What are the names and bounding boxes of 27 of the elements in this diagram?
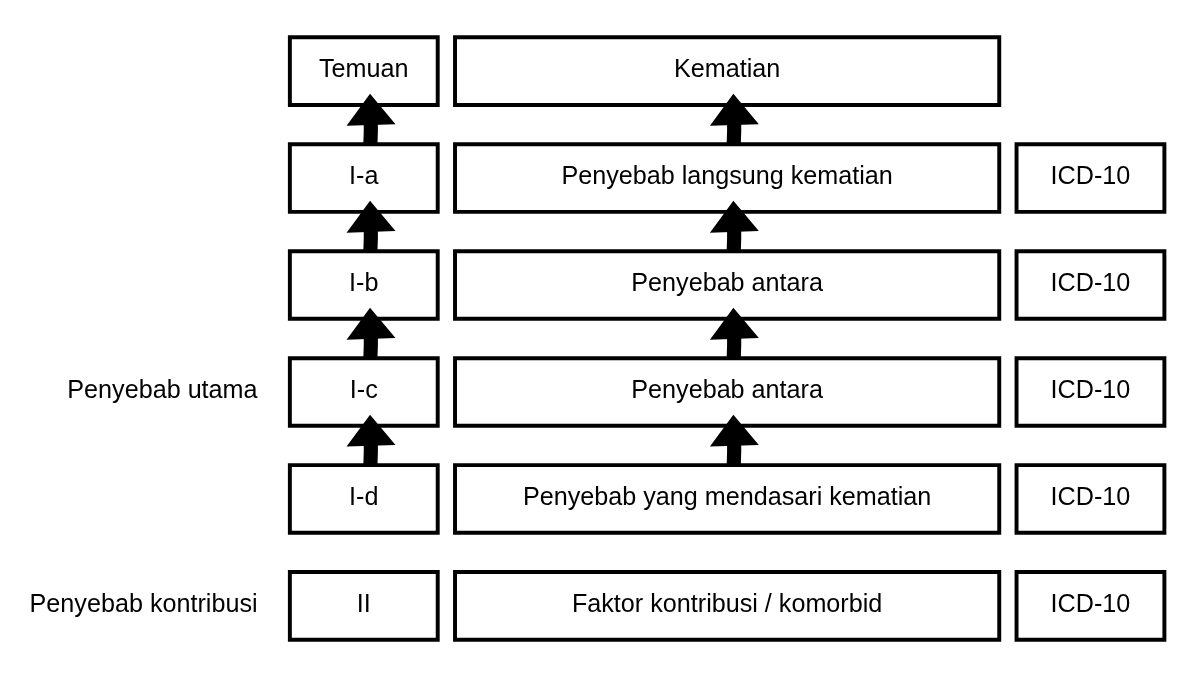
node-box: I-a [287, 142, 440, 214]
arrow [709, 93, 759, 145]
arrow [346, 93, 396, 145]
arrow [346, 307, 396, 359]
node-box: ICD-10 [1014, 249, 1167, 321]
node-box: Penyebab antara [453, 249, 1002, 321]
arrow [346, 414, 396, 466]
node-box: I-c [287, 356, 440, 428]
node-box: I-b [287, 249, 440, 321]
arrow [709, 200, 759, 252]
label: Penyebab kontribusi [29, 588, 258, 617]
node-box: Penyebab langsung kematian [453, 142, 1002, 214]
node-box: ICD-10 [1014, 142, 1167, 214]
node-box: Penyebab antara [453, 356, 1002, 428]
node-box: ICD-10 [1014, 356, 1167, 428]
node-box: Temuan [287, 35, 440, 107]
node-box: Kematian [453, 35, 1002, 107]
label: Penyebab utama [67, 374, 258, 403]
arrow [346, 200, 396, 252]
node-box: Faktor kontribusi / komorbid [453, 570, 1002, 642]
node-box: ICD-10 [1014, 570, 1167, 642]
node-box: II [287, 570, 440, 642]
node-box: Penyebab yang mendasari kematian [453, 463, 1002, 535]
arrow [709, 414, 759, 466]
node-box: I-d [287, 463, 440, 535]
arrow [709, 307, 759, 359]
node-box: ICD-10 [1014, 463, 1167, 535]
